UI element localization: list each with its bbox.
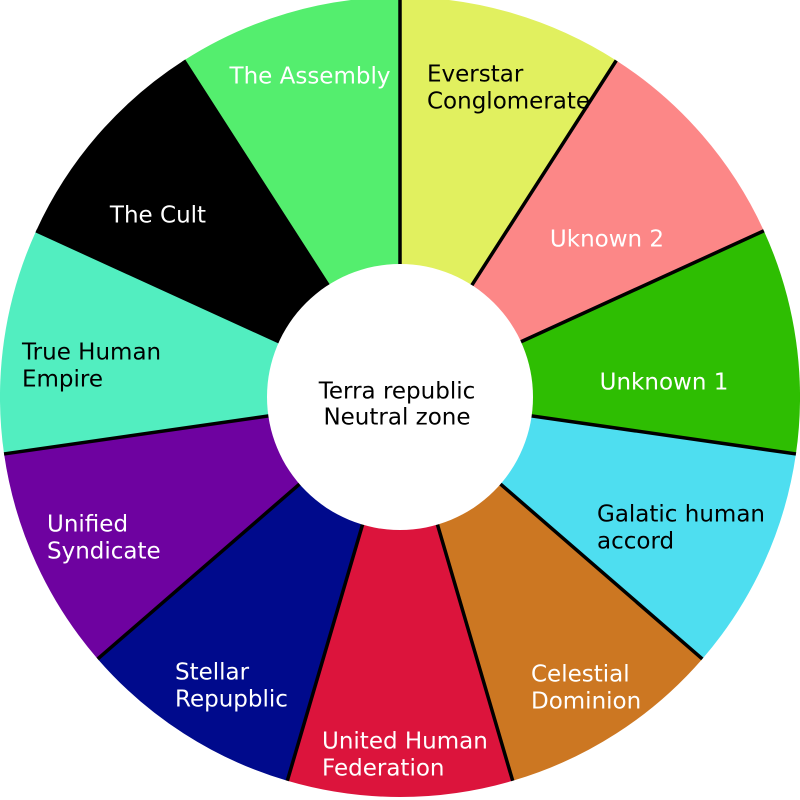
center-label: Neutral zone: [323, 405, 470, 431]
segment-label: Celestial: [531, 662, 630, 688]
segment-label: Stellar: [175, 660, 250, 686]
segment-label: Federation: [322, 756, 444, 782]
segment-label: Empire: [22, 367, 103, 393]
pie-segment: [287, 397, 513, 798]
segment-label: Uknown 2: [550, 227, 664, 253]
segment-label: United Human: [322, 729, 488, 755]
center-label: Terra republic: [318, 379, 476, 405]
segment-label: Everstar: [427, 62, 524, 88]
segment-label: Unknown 1: [600, 370, 729, 396]
segment-label: Galatic human: [597, 502, 765, 528]
segment-label: Unified: [47, 512, 128, 538]
segment-label: Conglomerate: [427, 89, 590, 115]
segment-label: accord: [597, 529, 674, 555]
donut-hole: [267, 264, 533, 530]
segment-label: Dominion: [531, 689, 641, 715]
segment-label: The Assembly: [229, 64, 391, 90]
segment-label: Repupblic: [175, 687, 288, 713]
segment-label: The Cult: [109, 203, 206, 229]
segment-label: Syndicate: [47, 539, 161, 565]
segment-label: True Human: [21, 340, 161, 366]
